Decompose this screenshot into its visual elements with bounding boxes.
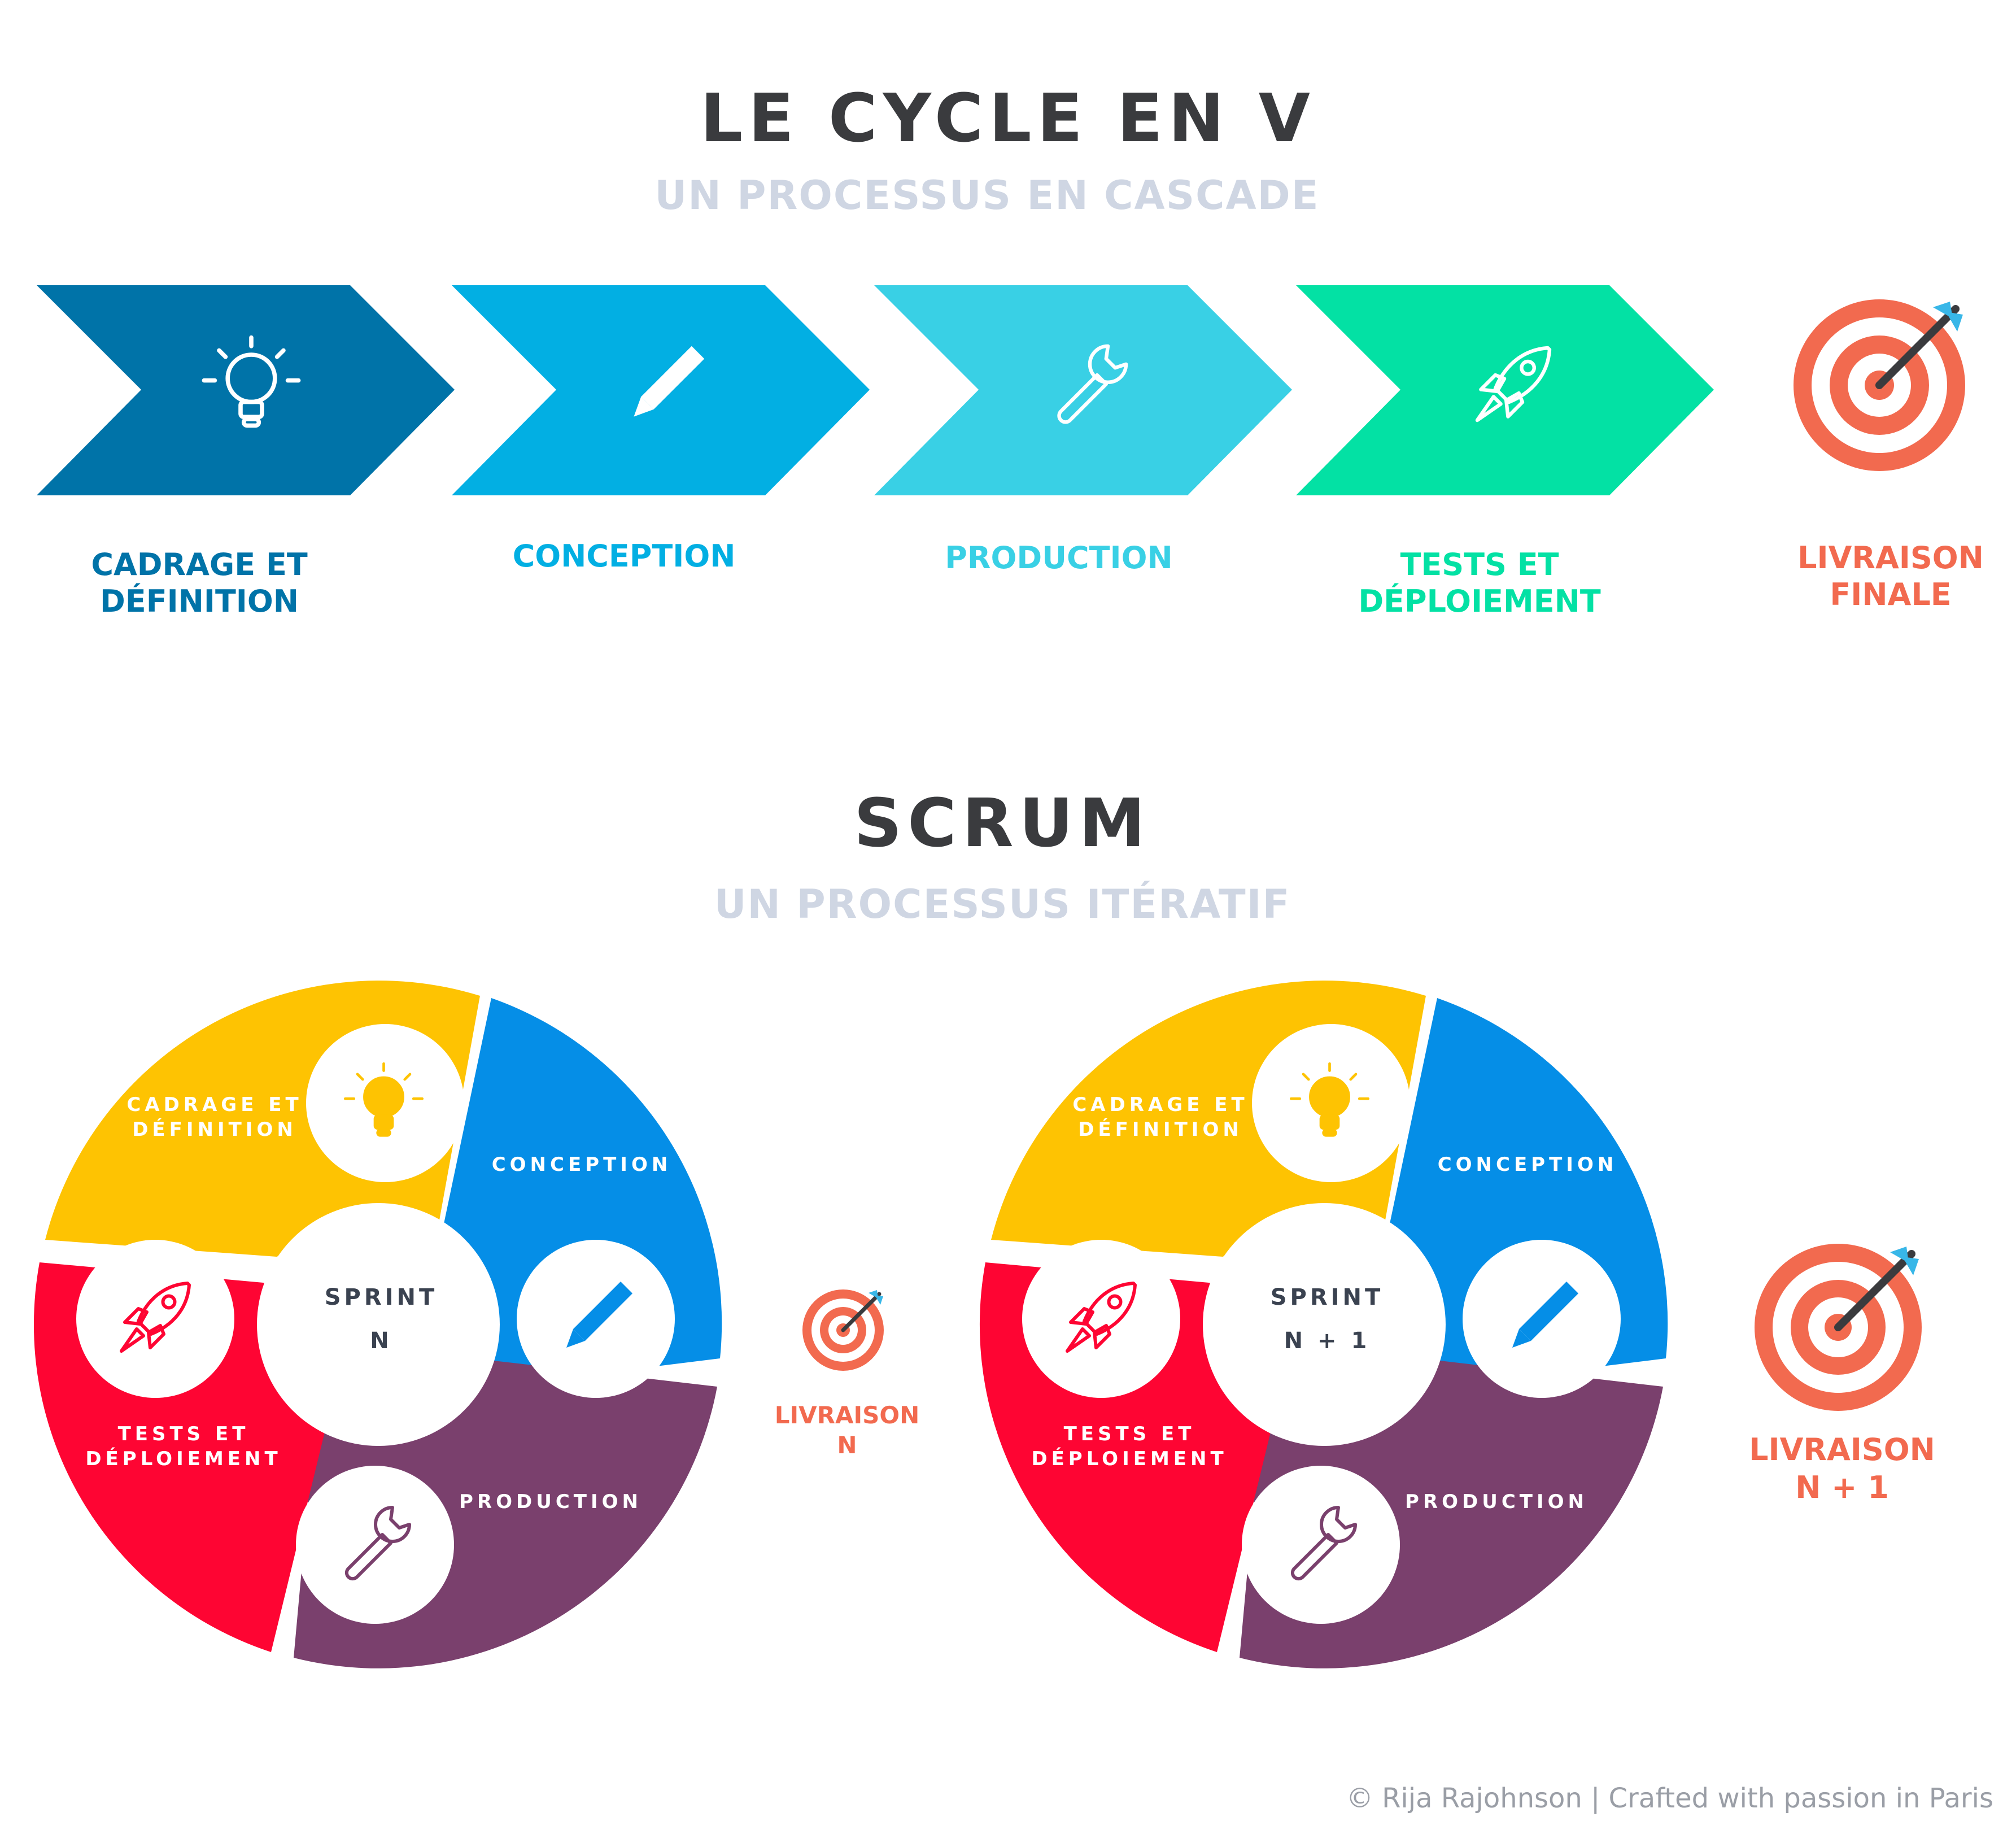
sprint-number: N: [370, 1328, 392, 1354]
scrum-title: SCRUM: [854, 784, 1151, 862]
v-cycle-title: LE CYCLE EN V: [700, 79, 1316, 157]
delivery-n1-label-1: LIVRAISON: [1749, 1432, 1935, 1467]
production-badge: [1242, 1466, 1400, 1624]
tests-label-2: DÉPLOIEMENT: [85, 1447, 281, 1470]
sprint-label: SPRINT: [1271, 1284, 1384, 1310]
v-step-3-label: PRODUCTION: [945, 540, 1172, 576]
svg-text:CONCEPTION: CONCEPTION: [513, 538, 736, 574]
scrum-subtitle: UN PROCESSUS ITÉRATIF: [714, 881, 1291, 927]
production-label: PRODUCTION: [1405, 1491, 1588, 1513]
tests-badge: [76, 1240, 234, 1398]
sprint-center: [257, 1203, 500, 1446]
v-step-4-label: TESTS ET DÉPLOIEMENT: [1358, 547, 1600, 619]
sprint-label: SPRINT: [325, 1284, 438, 1310]
cadrage-label-1: CADRAGE ET: [126, 1093, 302, 1116]
svg-text:DÉPLOIEMENT: DÉPLOIEMENT: [1358, 583, 1600, 619]
v-step-4-chevron: [1296, 285, 1714, 495]
cadrage-label-1: CADRAGE ET: [1072, 1093, 1248, 1116]
svg-text:FINALE: FINALE: [1830, 577, 1951, 612]
target-icon: [1755, 1244, 1922, 1411]
tests-label-1: TESTS ET: [118, 1423, 250, 1445]
target-icon: [802, 1289, 884, 1371]
v-step-1-label: CADRAGE ET DÉFINITION: [91, 547, 308, 619]
svg-text:TESTS ET: TESTS ET: [1400, 547, 1559, 582]
v-step-2-label: CONCEPTION: [513, 538, 736, 574]
tests-label-1: TESTS ET: [1064, 1423, 1195, 1445]
delivery-n-label-1: LIVRAISON: [775, 1401, 919, 1429]
svg-text:PRODUCTION: PRODUCTION: [945, 540, 1172, 576]
cadrage-label-2: DÉFINITION: [132, 1118, 297, 1141]
conception-label: CONCEPTION: [1438, 1153, 1618, 1176]
sprint-wheel-n-plus-1: CADRAGE ET DÉFINITION CONCEPTION PRODUCT…: [979, 980, 1669, 1669]
tests-badge: [1022, 1240, 1180, 1398]
footer-credit: © Rija Rajohnson | Crafted with passion …: [1346, 1783, 1993, 1814]
delivery-n-label-2: N: [837, 1431, 857, 1459]
target-icon: [1794, 299, 1965, 471]
sprint-wheel-n: CADRAGE ET DÉFINITION CONCEPTION PRODUCT…: [33, 980, 723, 1669]
svg-text:CADRAGE ET: CADRAGE ET: [91, 547, 308, 582]
v-step-3-chevron: [874, 285, 1292, 495]
sprint-number: N + 1: [1284, 1328, 1371, 1354]
production-badge: [296, 1466, 454, 1624]
sprint-center: [1203, 1203, 1446, 1446]
v-cycle-subtitle: UN PROCESSUS EN CASCADE: [654, 172, 1319, 219]
conception-label: CONCEPTION: [492, 1153, 672, 1176]
production-label: PRODUCTION: [459, 1491, 642, 1513]
v-step-2-chevron: [452, 285, 870, 495]
v-final-label: LIVRAISON FINALE: [1797, 540, 1984, 612]
delivery-n1-label-2: N + 1: [1795, 1470, 1889, 1505]
cadrage-label-2: DÉFINITION: [1078, 1118, 1243, 1141]
tests-label-2: DÉPLOIEMENT: [1031, 1447, 1227, 1470]
v-step-1-chevron: [37, 285, 455, 495]
svg-text:DÉFINITION: DÉFINITION: [100, 583, 299, 619]
svg-text:LIVRAISON: LIVRAISON: [1797, 540, 1984, 576]
